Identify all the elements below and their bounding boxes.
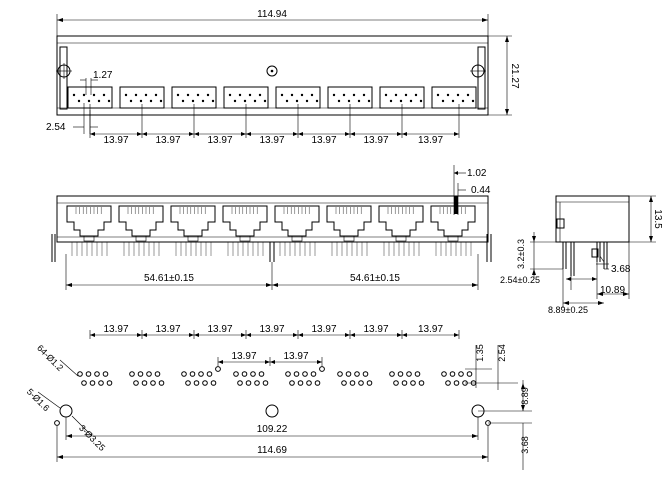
footprint-overall-width: 114.69 (257, 445, 287, 456)
front-tab-width: 1.02 (467, 168, 487, 179)
front-view: 1.02 0.44 54.61±0.15 54.61±0.15 (51, 165, 492, 290)
footprint-hole-spec-large: 3-Ø3.25 (77, 423, 107, 453)
pitch-label: 13.97 (311, 324, 336, 335)
pitch-label: 13.97 (103, 324, 128, 335)
pitch-label: 13.97 (207, 324, 232, 335)
pitch-label: 13.97 (363, 324, 388, 335)
front-half-span-left: 54.61±0.15 (144, 273, 194, 284)
top-pin-pitch: 1.27 (93, 70, 113, 81)
front-port-opening (170, 205, 216, 242)
pitch-label: 13.97 (155, 324, 180, 335)
pitch-label: 13.97 (155, 135, 180, 146)
top-view: 114.94 21.27 (46, 9, 520, 146)
top-mount-hole-center (266, 65, 278, 77)
footprint-row-gap-a: 1.35 (475, 344, 485, 362)
pitch-label: 13.97 (259, 135, 284, 146)
top-row-offset: 2.54 (46, 122, 66, 133)
front-port-row (66, 196, 476, 242)
footprint-row-gap-b: 2.54 (497, 344, 507, 362)
front-port-opening (222, 205, 268, 242)
top-port-pitch-chain: 13.97 13.97 13.97 13.97 13.97 13.97 13.97 (89, 104, 460, 146)
front-port-opening (378, 205, 424, 242)
front-port-opening (274, 205, 320, 242)
pitch-label: 13.97 (259, 324, 284, 335)
pitch-label: 13.97 (418, 135, 443, 146)
front-pin-row (71, 242, 472, 256)
pitch-label: 13.97 (418, 324, 443, 335)
top-body-outline (56, 35, 489, 116)
top-height: 21.27 (509, 63, 520, 88)
footprint-row-to-post: 8.89 (520, 387, 530, 405)
top-mount-hole-right (470, 63, 486, 79)
pitch-label: 13.97 (283, 351, 308, 362)
top-overall-width: 114.94 (257, 9, 287, 20)
side-body-outline (555, 195, 630, 243)
front-port-opening (326, 205, 372, 242)
footprint-post-center (265, 404, 279, 418)
side-pin-length: 3.2±0.3 (516, 239, 526, 269)
footprint-pitch-mid-chain: 13.97 13.97 (217, 351, 323, 366)
top-port-window (431, 86, 477, 109)
side-body-depth: 10.89 (600, 285, 625, 296)
footprint-post-left (59, 404, 73, 418)
footprint-hole-spec-medium: 5-Ø1.6 (25, 387, 52, 414)
pitch-label: 13.97 (363, 135, 388, 146)
footprint-signal-holes (77, 371, 477, 386)
front-port-opening (66, 205, 112, 242)
side-leg-length: 3.68 (611, 264, 631, 275)
front-body-outline (56, 195, 489, 243)
footprint-post-span: 109.22 (257, 424, 288, 435)
pitch-label: 13.97 (103, 135, 128, 146)
footprint-post-offset: 3.68 (520, 436, 530, 454)
front-port-opening (118, 205, 164, 242)
side-height: 13.5 (652, 209, 663, 229)
top-mount-hole-left (56, 63, 72, 79)
top-port-row (67, 86, 477, 109)
front-tab-offset: 0.44 (471, 185, 491, 196)
front-port-opening (430, 205, 476, 242)
pitch-label: 13.97 (207, 135, 232, 146)
footprint-pitch-top-chain: 13.97 13.97 13.97 13.97 13.97 13.97 13.97 (89, 324, 460, 339)
pitch-label: 13.97 (311, 135, 336, 146)
side-view: 13.5 3.2±0.3 3.68 2.54±0.25 10.89 8.89±0… (500, 195, 663, 315)
footprint-hole-spec-small: 64-Ø1.2 (35, 343, 65, 373)
side-pin-span: 8.89±0.25 (548, 305, 588, 315)
front-half-span-right: 54.61±0.15 (350, 273, 400, 284)
side-pin-offset: 2.54±0.25 (500, 275, 540, 285)
pitch-label: 13.97 (231, 351, 256, 362)
